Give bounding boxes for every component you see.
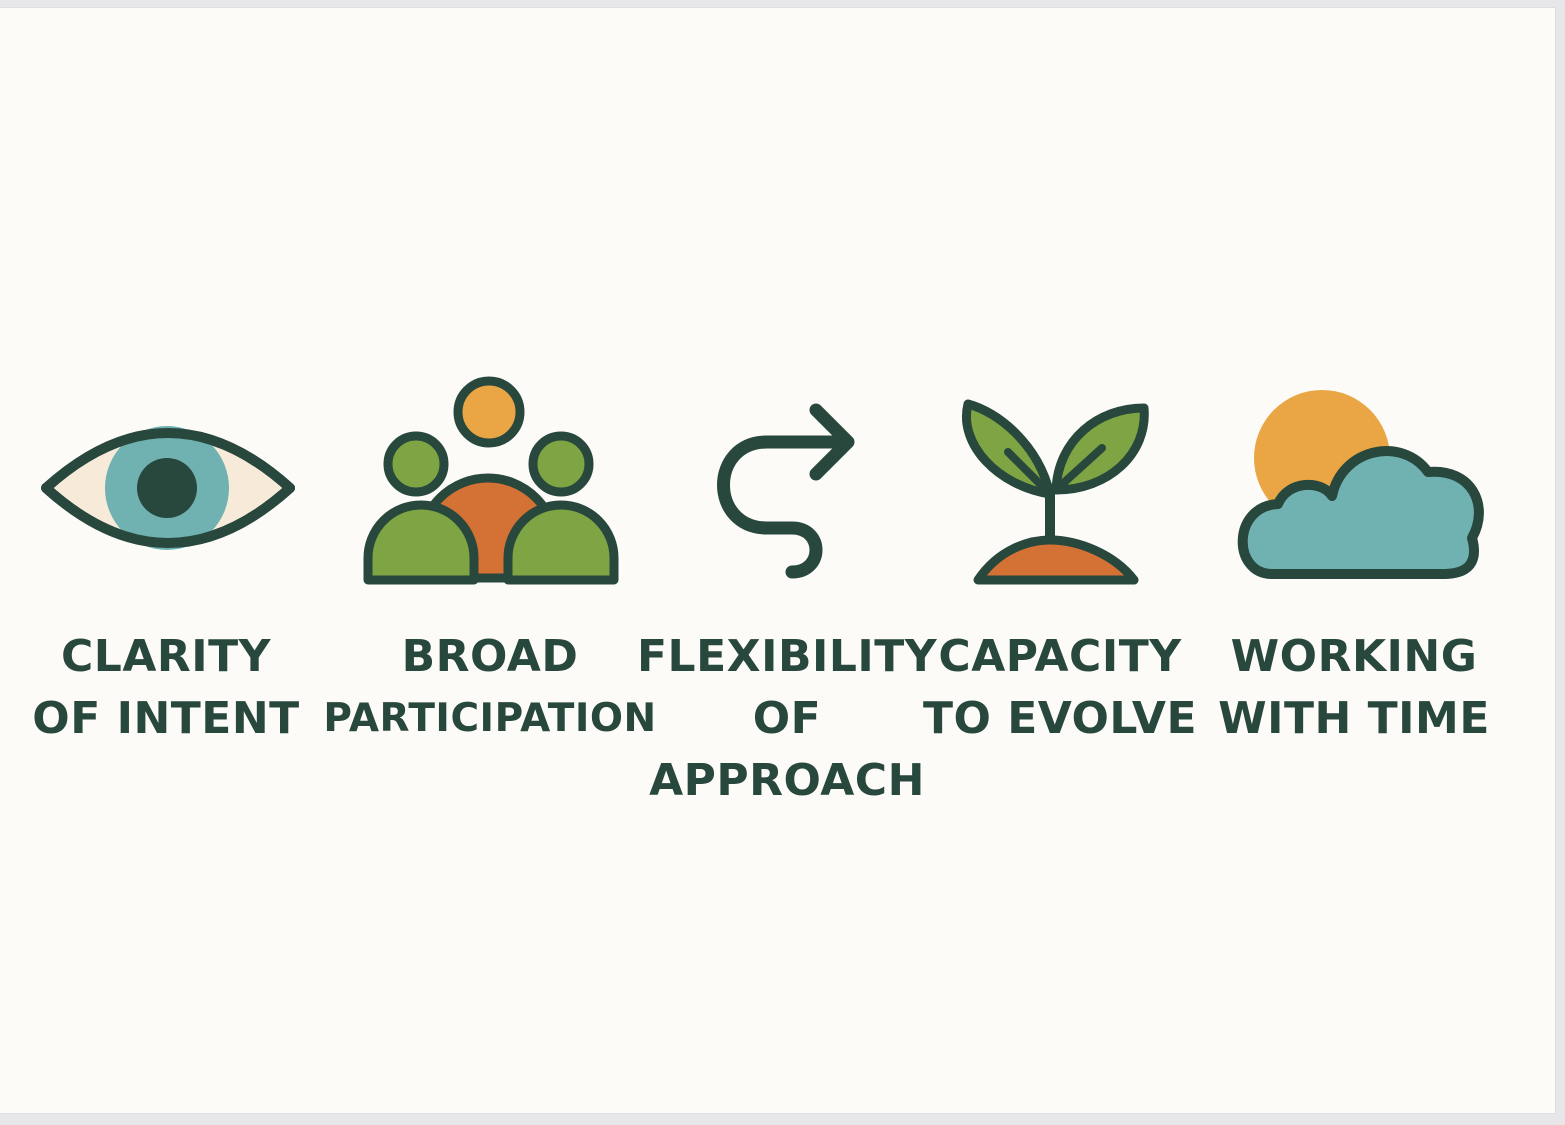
diagram-canvas: CLARITY OF INTENT BROAD PARTICIPATION FL… xyxy=(0,8,1555,1113)
label-line: CLARITY xyxy=(60,631,271,682)
sun-cloud-icon xyxy=(1237,390,1484,579)
label-line: OF xyxy=(752,693,822,744)
label-line: TO EVOLVE xyxy=(922,693,1198,744)
curved-arrow-icon xyxy=(717,403,855,579)
eye-icon xyxy=(41,426,295,550)
label-line: BROAD xyxy=(401,631,579,682)
people-group-icon xyxy=(363,376,619,585)
label-line: WORKING xyxy=(1230,631,1478,682)
label-working-with-time: WORKING WITH TIME xyxy=(1204,626,1504,750)
label-line: OF INTENT xyxy=(32,693,300,744)
label-line: PARTICIPATION xyxy=(323,696,657,741)
label-flexibility-of-approach: FLEXIBILITY OF APPROACH xyxy=(637,626,937,812)
label-line: FLEXIBILITY xyxy=(637,631,938,682)
label-line: APPROACH xyxy=(649,755,925,806)
label-capacity-to-evolve: CAPACITY TO EVOLVE xyxy=(910,626,1210,750)
label-broad-participation: BROAD PARTICIPATION xyxy=(320,626,660,750)
label-line: CAPACITY xyxy=(938,631,1182,682)
sprout-icon xyxy=(962,399,1149,585)
label-line: WITH TIME xyxy=(1218,693,1490,744)
label-clarity-of-intent: CLARITY OF INTENT xyxy=(16,626,316,750)
